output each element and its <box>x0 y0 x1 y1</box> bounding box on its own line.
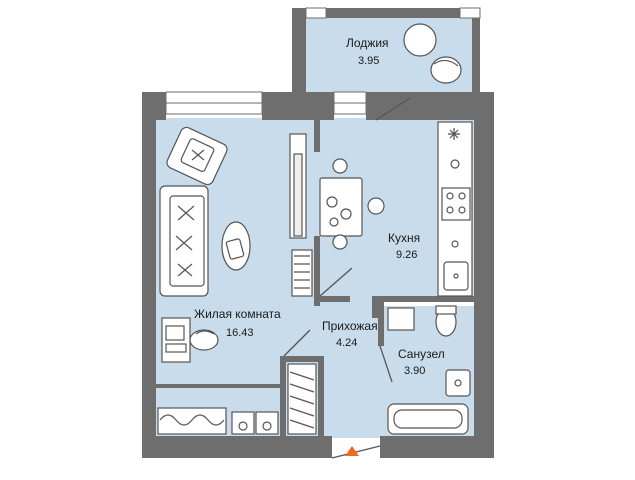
room-name-kitchen: Кухня <box>388 231 420 245</box>
desk <box>161 317 219 363</box>
hall-living-door <box>283 329 311 357</box>
loggia-table <box>403 23 437 57</box>
room-name-hall: Прихожая <box>322 319 378 333</box>
entrance-marker <box>345 446 359 456</box>
walls <box>142 8 494 458</box>
room-area-kitchen: 9.26 <box>396 249 417 261</box>
bathroom-fixtures <box>387 305 471 435</box>
loggia-door <box>375 97 411 121</box>
loggia-window-right <box>459 7 481 19</box>
room-name-living: Жилая комната <box>194 307 281 321</box>
doors <box>283 97 411 459</box>
armchair <box>166 126 228 186</box>
room-labels: Лоджия 3.95 Кухня 9.26 Жилая комната 16.… <box>194 36 445 377</box>
dining-table <box>319 177 363 237</box>
room-area-bathroom: 3.90 <box>404 365 425 377</box>
loggia-furniture <box>403 23 462 84</box>
chair-bottom <box>332 234 348 250</box>
loggia-window-left <box>305 7 327 19</box>
kitchen-furniture <box>319 121 473 297</box>
windows <box>165 7 481 115</box>
room-area-living: 16.43 <box>226 327 254 339</box>
hall-furniture <box>287 363 317 435</box>
chair-right <box>367 197 385 215</box>
room-area-hall: 4.24 <box>336 337 357 349</box>
room-area-loggia: 3.95 <box>358 55 379 67</box>
kitchen-door <box>319 267 353 297</box>
room-name-loggia: Лоджия <box>346 36 389 50</box>
tv-unit <box>289 133 313 297</box>
bath-shelf <box>387 307 415 331</box>
bottom-storage <box>157 407 279 435</box>
stove <box>441 187 471 221</box>
chair-top <box>332 158 348 174</box>
sofa <box>159 185 209 297</box>
hall-top-floor <box>318 298 378 318</box>
bathroom-door <box>379 345 393 383</box>
room-name-bathroom: Санузел <box>398 347 445 361</box>
living-furniture <box>157 126 313 435</box>
